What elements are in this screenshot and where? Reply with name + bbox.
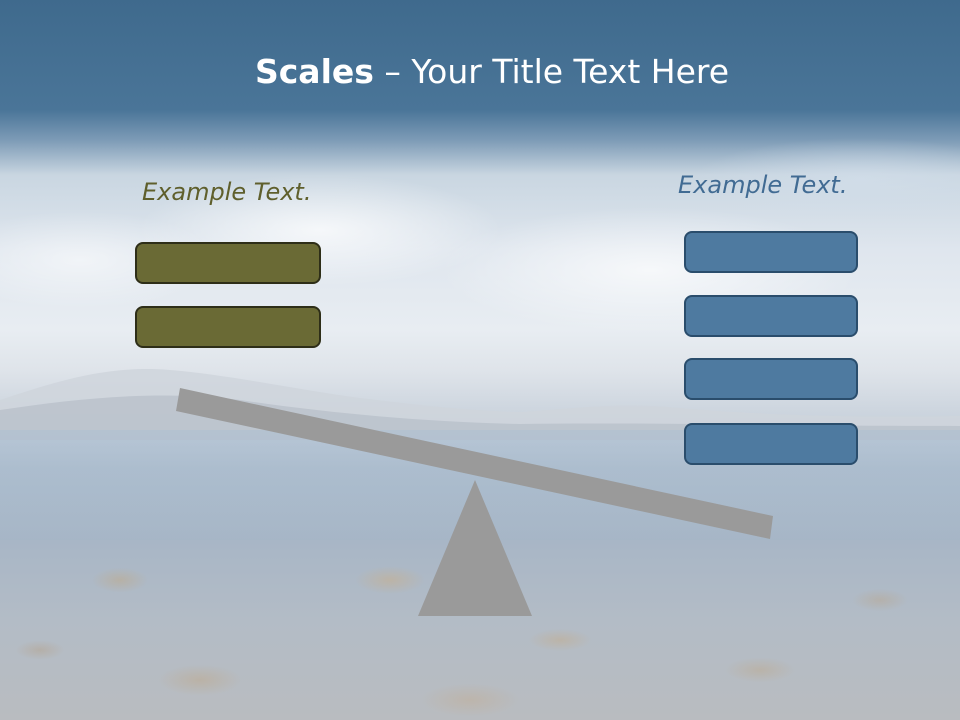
- triangle-fulcrum-icon[interactable]: [418, 480, 532, 616]
- right-box-2[interactable]: [684, 295, 858, 337]
- title-bold-text: Scales: [254, 52, 374, 91]
- title-rest-text: – Your Title Text Here: [373, 52, 730, 91]
- slide-title[interactable]: Scales – Your Title Text Here: [0, 52, 960, 91]
- right-box-1[interactable]: [684, 231, 858, 273]
- right-box-3[interactable]: [684, 358, 858, 400]
- right-example-text[interactable]: Example Text.: [678, 171, 848, 199]
- left-example-text[interactable]: Example Text.: [142, 178, 312, 206]
- seesaw-beam-icon[interactable]: [176, 388, 773, 539]
- right-box-4[interactable]: [684, 423, 858, 465]
- left-box-1[interactable]: [135, 242, 321, 284]
- left-box-2[interactable]: [135, 306, 321, 348]
